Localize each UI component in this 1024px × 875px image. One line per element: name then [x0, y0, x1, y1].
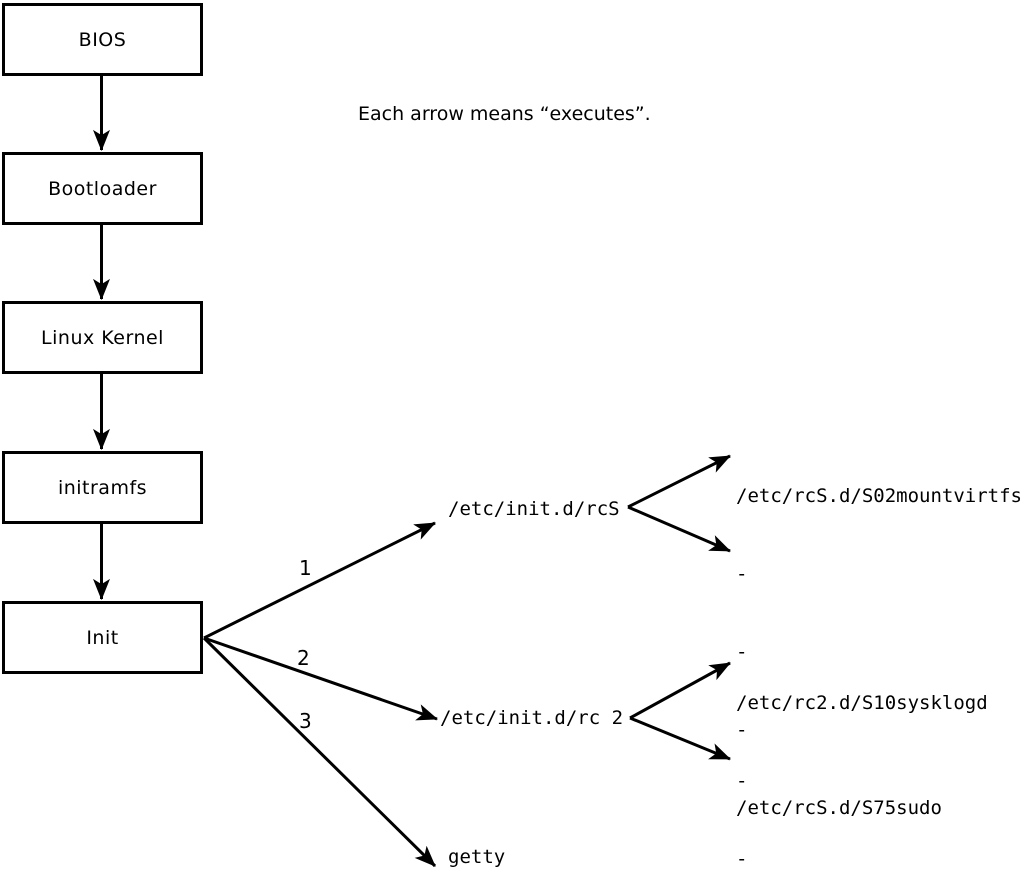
- rcs-script-item: /etc/rcS.d/S75sudo: [736, 797, 942, 819]
- node-bootloader: Bootloader: [2, 152, 203, 225]
- target-rc2-script: /etc/init.d/rc 2: [440, 707, 624, 729]
- node-init: Init: [2, 601, 203, 674]
- rcs-script-item: -: [736, 641, 748, 663]
- rc2-script-item: /etc/rc2.d/S10sysklogd: [736, 692, 988, 714]
- rcs-script-item: /etc/rcS.d/S02mountvirtfs: [736, 485, 1022, 507]
- rc2-script-item: -: [736, 848, 748, 870]
- node-bootloader-label: Bootloader: [48, 177, 157, 200]
- arrow-rc2-to-s99gdm: [629, 716, 731, 761]
- arrow-init-to-getty: [202, 636, 437, 868]
- arrow-rcs-to-s75sudo: [627, 505, 731, 553]
- rc2-script-item: -: [736, 770, 748, 792]
- node-linux-kernel-label: Linux Kernel: [41, 326, 164, 349]
- node-bios: BIOS: [2, 3, 203, 76]
- arrow-init-to-rcs: [203, 521, 436, 640]
- node-linux-kernel: Linux Kernel: [2, 301, 203, 374]
- rcs-script-item: -: [736, 563, 748, 585]
- arrow-order-3: 3: [299, 709, 312, 733]
- arrow-rc2-to-s10sysklogd: [629, 661, 731, 720]
- rcs-script-list: /etc/rcS.d/S02mountvirtfs - - - /etc/rcS…: [736, 431, 1022, 873]
- legend-note: Each arrow means “executes”.: [358, 103, 651, 125]
- node-initramfs-label: initramfs: [57, 476, 148, 499]
- node-initramfs: initramfs: [2, 451, 203, 524]
- arrow-rcs-to-s02mountvirtfs: [627, 454, 731, 509]
- arrow-init-to-rc2: [203, 636, 439, 721]
- target-rcs-script: /etc/init.d/rcS: [448, 498, 620, 520]
- arrow-order-1: 1: [299, 556, 312, 580]
- rcs-script-item: -: [736, 719, 748, 741]
- target-getty: getty: [448, 846, 506, 868]
- rc2-script-list: /etc/rc2.d/S10sysklogd - - - /etc/rc2.d/…: [736, 638, 988, 875]
- node-init-label: Init: [86, 626, 119, 649]
- node-bios-label: BIOS: [78, 28, 127, 51]
- arrow-order-2: 2: [297, 646, 310, 670]
